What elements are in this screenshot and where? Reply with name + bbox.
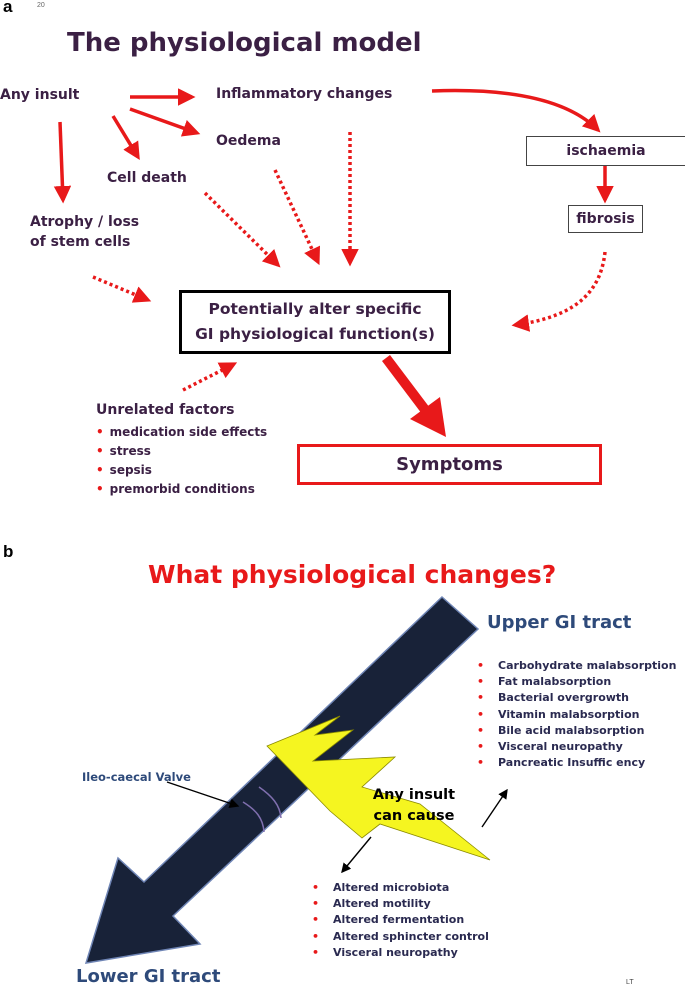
label-any-insult: Any insult [0,87,80,103]
gut-tract-shape [84,595,480,964]
label-inflammatory-changes: Inflammatory changes [216,86,393,102]
upper-change-item: Carbohydrate malabsorption [477,658,676,674]
arrow-atrophy-to-box [92,275,152,303]
insult-line2: can cause [373,808,455,824]
upper-changes-list: Carbohydrate malabsorption Fat malabsorp… [477,658,676,771]
upper-change-item: Pancreatic Insuffic ency [477,755,676,771]
valve-pointer-arrow [166,781,240,808]
unrelated-factors-heading: Unrelated factors [96,402,235,418]
panel-a-title: The physiological model [67,28,422,58]
label-cell-death: Cell death [107,170,187,186]
arrow-fibrosis-to-box [511,251,607,332]
label-atrophy-line1: Atrophy / loss [30,214,140,230]
lightning-bolt [266,715,491,861]
solid-arrows [53,88,614,204]
lower-change-item: Altered motility [312,896,489,912]
upper-pointer-arrow [481,788,508,828]
arrow-celldeath-to-box [203,191,281,268]
any-insult-can-cause-label: Any insult can cause [370,785,458,827]
physiological-function-box: Potentially alter specific GI physiologi… [179,290,451,354]
fibrosis-label: fibrosis [576,211,635,227]
arrow-insult-to-celldeath [111,115,140,160]
insult-line1: Any insult [372,787,456,803]
page-number: 20 [37,2,45,9]
lower-pointer-arrow [341,836,372,874]
central-box-line1: Potentially alter specific [208,300,422,318]
unrelated-factor-item: stress [96,442,267,461]
ischaemia-label: ischaemia [566,143,646,159]
panel-a-letter: a [3,0,13,16]
panel-b-letter: b [3,542,14,561]
lower-change-item: Visceral neuropathy [312,945,489,961]
ischaemia-box: ischaemia [526,136,685,166]
upper-change-item: Bile acid malabsorption [477,723,676,739]
arrow-oedema-to-box [273,169,320,266]
upper-change-item: Fat malabsorption [477,674,676,690]
arrow-inflammatory-to-ischaemia [431,88,601,133]
lower-changes-list: Altered microbiota Altered motility Alte… [312,880,489,961]
lower-change-item: Altered fermentation [312,912,489,928]
arrow-insult-to-oedema [129,107,201,137]
unrelated-factor-item: premorbid conditions [96,480,267,499]
panel-b-title: What physiological changes? [148,560,557,589]
arrow-insult-to-atrophy [53,121,72,204]
upper-change-item: Bacterial overgrowth [477,690,676,706]
dotted-arrows [92,132,607,392]
ileo-caecal-valve-ring [242,786,282,833]
upper-change-item: Vitamin malabsorption [477,707,676,723]
lower-change-item: Altered microbiota [312,880,489,896]
arrow-box-to-symptoms-head [410,397,446,437]
symptoms-label: Symptoms [396,454,503,475]
unrelated-factor-item: sepsis [96,461,267,480]
arrow-unrelated-to-box [182,362,238,392]
upper-gi-label: Upper GI tract [487,612,632,633]
label-oedema: Oedema [216,133,281,149]
upper-change-item: Visceral neuropathy [477,739,676,755]
author-signature: LT [626,979,634,986]
unrelated-factors-list: medication side effects stress sepsis pr… [96,423,268,499]
ileo-caecal-valve-label: Ileo-caecal Valve [82,770,191,784]
fibrosis-box: fibrosis [568,205,643,233]
central-box-line2: GI physiological function(s) [195,325,435,343]
symptoms-box: Symptoms [297,444,602,485]
lower-gi-label: Lower GI tract [76,966,221,987]
unrelated-factor-item: medication side effects [96,423,268,442]
lower-change-item: Altered sphincter control [312,929,489,945]
label-atrophy-line2: of stem cells [30,234,131,250]
